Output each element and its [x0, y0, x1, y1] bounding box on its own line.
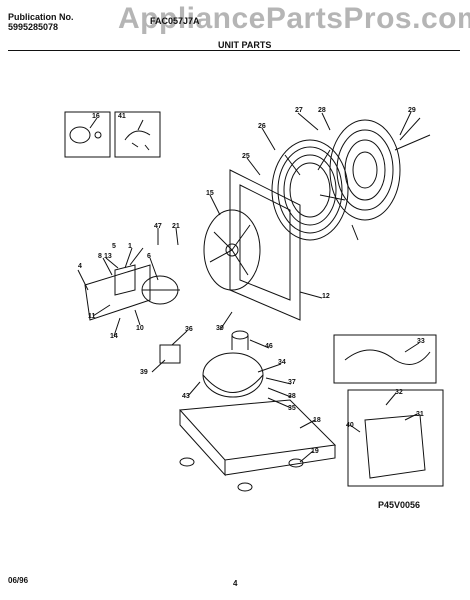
- watermark: AppliancePartsPros.com: [118, 2, 470, 35]
- condenser-coil: [271, 139, 349, 241]
- callout-28: 28: [318, 107, 326, 114]
- callout-46: 46: [265, 343, 273, 350]
- callout-27: 27: [295, 107, 303, 114]
- page-number: 4: [233, 579, 238, 588]
- callout-32: 32: [395, 389, 403, 396]
- compressor: [202, 352, 264, 398]
- callout-1: 1: [128, 243, 132, 250]
- callout-31: 31: [416, 411, 424, 418]
- caster: [179, 457, 304, 492]
- inset-box-31: [347, 389, 444, 487]
- model-code: FAC057J7A: [150, 16, 200, 26]
- callout-19: 19: [311, 448, 319, 455]
- publication-label: Publication No.: [8, 12, 74, 22]
- callout-12: 12: [322, 293, 330, 300]
- switch: [114, 264, 136, 296]
- callout-26: 26: [258, 123, 266, 130]
- callout-47: 47: [154, 223, 162, 230]
- callout-16: 16: [92, 113, 100, 120]
- callout-39: 39: [140, 369, 148, 376]
- callout-4: 4: [78, 263, 82, 270]
- callout-34: 34: [278, 359, 286, 366]
- callout-21: 21: [172, 223, 180, 230]
- inset-box-16: [64, 111, 111, 158]
- diagram-code: P45V0056: [378, 500, 421, 510]
- callout-29: 29: [408, 107, 416, 114]
- publication-number: 5995285078: [8, 22, 59, 32]
- inset-box-41: [114, 111, 161, 158]
- callout-36: 36: [185, 326, 193, 333]
- capacitor: [231, 330, 249, 340]
- coil-spiral: [329, 117, 431, 241]
- fan-blade: [203, 209, 261, 291]
- inset-box-33: [333, 334, 437, 384]
- section-title: UNIT PARTS: [218, 40, 272, 50]
- fan-motor: [141, 275, 180, 305]
- callout-15: 15: [206, 190, 214, 197]
- callout-35: 35: [288, 405, 296, 412]
- clamp-part: [69, 126, 91, 144]
- header-rule: [8, 50, 460, 51]
- callout-11: 11: [88, 313, 96, 320]
- water-reservoir: [364, 414, 426, 479]
- wire-harness-small: [124, 130, 151, 151]
- footer-date: 06/96: [8, 576, 29, 585]
- callout-5: 5: [112, 243, 116, 250]
- callout-30: 30: [216, 325, 224, 332]
- callout-43: 43: [182, 393, 190, 400]
- power-cord: [344, 349, 431, 365]
- callout-8: 8: [98, 253, 102, 260]
- callout-14: 14: [110, 333, 118, 340]
- callout-13: 13: [104, 253, 112, 260]
- overload-relay: [159, 344, 181, 364]
- screw-part: [94, 131, 102, 139]
- callout-18: 18: [313, 417, 321, 424]
- callout-37: 37: [288, 379, 296, 386]
- callout-33: 33: [417, 338, 425, 345]
- control-bracket: [84, 264, 151, 321]
- callout-40: 40: [346, 422, 354, 429]
- callout-25: 25: [242, 153, 250, 160]
- callout-6: 6: [147, 253, 151, 260]
- callout-10: 10: [136, 325, 144, 332]
- callout-41: 41: [118, 113, 126, 120]
- callout-38: 38: [288, 393, 296, 400]
- fan-shroud: [229, 169, 301, 321]
